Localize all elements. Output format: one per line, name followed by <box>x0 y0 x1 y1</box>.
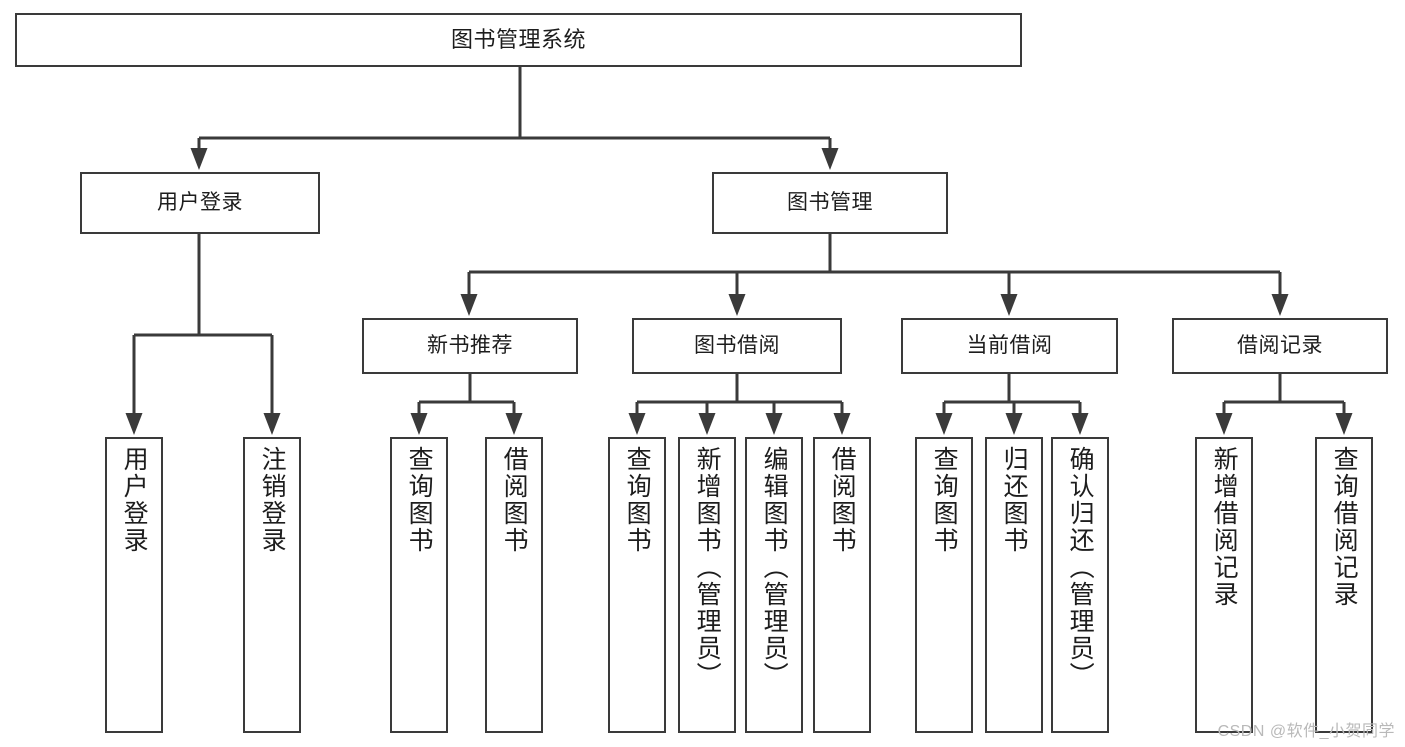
arrow-to-book-manage-head <box>821 148 839 170</box>
node-label: 查询图书 <box>623 446 652 554</box>
watermark: CSDN @软件_小贺同学 <box>1217 723 1395 740</box>
node-label: 确认归还（管理员） <box>1066 446 1095 689</box>
arrow-to-l4-cur-query-head <box>935 413 953 435</box>
node-l3-current[interactable]: 当前借阅 <box>901 318 1118 374</box>
node-label: 用户登录 <box>157 190 243 214</box>
node-label: 新增图书（管理员） <box>693 446 722 689</box>
node-l4-cur-return[interactable]: 归还图书 <box>985 437 1043 733</box>
node-label: 归还图书 <box>1000 446 1029 554</box>
node-label: 新增借阅记录 <box>1210 446 1239 608</box>
node-l4-rec-add[interactable]: 新增借阅记录 <box>1195 437 1253 733</box>
arrow-to-l4-bk-borrow-head <box>833 413 851 435</box>
node-l3-borrow[interactable]: 图书借阅 <box>632 318 842 374</box>
node-label: 图书管理 <box>787 190 873 214</box>
node-l3-record[interactable]: 借阅记录 <box>1172 318 1388 374</box>
node-label: 图书管理系统 <box>450 27 586 53</box>
node-l2-user-login[interactable]: 用户登录 <box>80 172 320 234</box>
node-l4-rec-query[interactable]: 查询借阅记录 <box>1315 437 1373 733</box>
node-l4-bk-borrow[interactable]: 借阅图书 <box>813 437 871 733</box>
node-label: 当前借阅 <box>966 333 1053 357</box>
arrow-to-l4-new-borrow-head <box>505 413 523 435</box>
node-root[interactable]: 图书管理系统 <box>15 13 1022 67</box>
node-label: 借阅图书 <box>828 446 857 554</box>
arrow-to-current-head <box>1000 294 1018 316</box>
arrow-to-l4-user-login-head <box>125 413 143 435</box>
node-l4-cur-confirm[interactable]: 确认归还（管理员） <box>1051 437 1109 733</box>
node-l3-new-book[interactable]: 新书推荐 <box>362 318 578 374</box>
node-label: 注销登录 <box>258 446 287 554</box>
node-l4-bk-add[interactable]: 新增图书（管理员） <box>678 437 736 733</box>
arrow-to-user-login-head <box>190 148 208 170</box>
arrow-to-l4-new-query-head <box>410 413 428 435</box>
arrow-to-l4-bk-add-head <box>698 413 716 435</box>
node-l4-user-logout[interactable]: 注销登录 <box>243 437 301 733</box>
node-label: 借阅图书 <box>500 446 529 554</box>
node-l4-bk-query[interactable]: 查询图书 <box>608 437 666 733</box>
node-label: 新书推荐 <box>427 333 513 357</box>
node-label: 用户登录 <box>120 446 149 554</box>
arrow-to-l4-rec-query-head <box>1335 413 1353 435</box>
arrow-to-l4-user-logout-head <box>263 413 281 435</box>
node-l4-user-login[interactable]: 用户登录 <box>105 437 163 733</box>
node-label: 查询图书 <box>930 446 959 554</box>
arrow-to-l4-cur-return-head <box>1005 413 1023 435</box>
arrow-to-record-head <box>1271 294 1289 316</box>
node-label: 编辑图书（管理员） <box>760 446 789 689</box>
arrow-to-l4-rec-add-head <box>1215 413 1233 435</box>
node-l2-book-manage[interactable]: 图书管理 <box>712 172 948 234</box>
arrow-to-new-book-head <box>460 294 478 316</box>
node-label: 查询借阅记录 <box>1330 446 1359 608</box>
node-l4-cur-query[interactable]: 查询图书 <box>915 437 973 733</box>
arrow-to-borrow-head <box>728 294 746 316</box>
arrow-to-l4-cur-confirm-head <box>1071 413 1089 435</box>
node-l4-new-borrow[interactable]: 借阅图书 <box>485 437 543 733</box>
arrow-to-l4-bk-query-head <box>628 413 646 435</box>
node-label: 借阅记录 <box>1237 333 1323 357</box>
node-l4-bk-edit[interactable]: 编辑图书（管理员） <box>745 437 803 733</box>
arrow-to-l4-bk-edit-head <box>765 413 783 435</box>
node-l4-new-query[interactable]: 查询图书 <box>390 437 448 733</box>
node-label: 图书借阅 <box>694 333 780 357</box>
node-label: 查询图书 <box>405 446 434 554</box>
